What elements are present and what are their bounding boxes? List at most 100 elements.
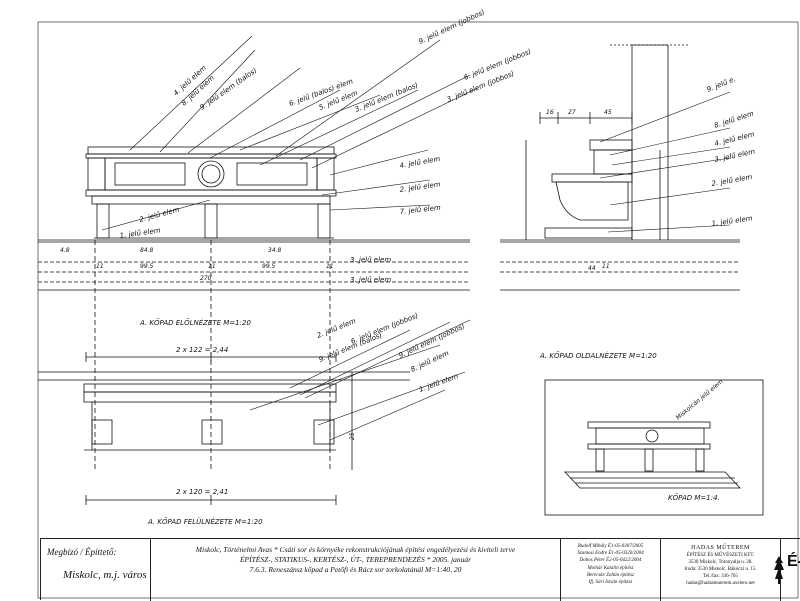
dim-2: 84.8 xyxy=(140,247,154,254)
view-side-title: A. KŐPAD OLDALNÉZETE M=1:20 xyxy=(539,351,657,360)
front-seat xyxy=(85,189,337,197)
dim-7: 11 xyxy=(96,263,104,270)
label-side-elem4: 4. jelű elem xyxy=(713,129,755,148)
dim-3: 34.8 xyxy=(268,247,282,254)
dim-11: 25 xyxy=(349,432,356,440)
title-block: Megbízó / Építtető: Miskolc, m.j. város … xyxy=(40,538,800,601)
front-leg-3 xyxy=(317,203,331,239)
front-elevation xyxy=(85,146,337,239)
company-logo-icon xyxy=(774,556,784,584)
front-medallion xyxy=(197,160,225,188)
label-side-elem1: 1. jelű elem xyxy=(711,213,753,228)
dim-6: 270 xyxy=(200,275,212,282)
leader-lines xyxy=(101,35,731,441)
front-leg-1 xyxy=(96,203,110,239)
front-medallion-inner xyxy=(201,164,221,184)
client-value: Miskolc, m.j. város xyxy=(63,569,147,581)
dim-4: 99.5 xyxy=(140,263,154,270)
view-front-title: A. KŐPAD ELŐLNÉZETE M=1:20 xyxy=(139,318,251,327)
staff-6: Ifj. Sári István építész xyxy=(588,580,633,586)
project-cell: Miskolc, Történelmi Avas * Csáti sor és … xyxy=(151,539,561,601)
company-phone: Tel./fax: 336-765 xyxy=(703,574,738,579)
label-front-elem9-balos: 9. jelű elem (balos) xyxy=(198,65,259,111)
label-plan-elem2: 2. jelű elem xyxy=(315,316,357,340)
page-border xyxy=(37,21,799,599)
label-plan-elem9-jobbos: 9. jelű elem (jobbos) xyxy=(397,321,466,360)
inset-leg-3 xyxy=(695,448,705,472)
staff-1: Rudolf Mihály É1-05-0307/2005 xyxy=(577,544,644,549)
dim-5: 99.5 xyxy=(262,263,276,270)
perspective-note: Miskolcán jelű elem xyxy=(675,378,725,421)
label-ret-elem: 3. jelű elem xyxy=(350,275,391,284)
project-line-2: ÉPÍTÉSZ-, STATIKUS-, KERTÉSZ-, ÚT-, TERE… xyxy=(239,555,472,564)
dim-1: 4.8 xyxy=(60,247,70,254)
front-top-slab xyxy=(87,146,335,155)
company-office: Iroda: 3530 Miskolc, Rákóczi u. 15. xyxy=(684,567,757,572)
label-front-elem2b: 2. jelű elem xyxy=(138,205,180,224)
client-cell: Megbízó / Építtető: Miskolc, m.j. város xyxy=(41,539,151,601)
label-side-elem9: 9. jelű e. xyxy=(705,74,736,94)
dim-side-16: 16 xyxy=(546,109,554,116)
dim-side-44: 44 xyxy=(588,265,596,272)
inset-seat xyxy=(587,443,711,450)
company-cell: HADAS MŰTEREM ÉPÍTÉSZ ÉS MŰVÉSZETI KFT. … xyxy=(661,539,781,601)
staff-3: Dobos Péter É2-05-0422/2004 xyxy=(579,558,642,564)
front-right-block xyxy=(316,157,335,191)
label-side-elem2: 2. jelű elem xyxy=(711,172,753,188)
inset-ground xyxy=(564,471,741,489)
company-address: 3530 Miskolc, Toronyalja u. 28. xyxy=(688,560,753,565)
staff-cell: Rudolf Mihály É1-05-0307/2005 Szamosi En… xyxy=(561,539,661,601)
staff-5: Berecske Zoltán építész xyxy=(586,572,635,578)
side-base xyxy=(544,227,633,239)
front-panel-right xyxy=(236,162,308,186)
inset-top xyxy=(587,421,711,429)
view-top-title: A. KŐPAD FELÜLNÉZETE M=1:20 xyxy=(147,517,263,526)
inset-medallion xyxy=(645,429,659,443)
plan-seat xyxy=(83,391,337,403)
top-view xyxy=(38,352,410,505)
dim-top-total: 2 x 120 = 2,41 xyxy=(176,488,228,496)
front-panel-left xyxy=(114,162,186,186)
perspective-inset xyxy=(544,379,764,516)
side-top-slab xyxy=(589,139,633,151)
company-email: hadas@hadasmuterem.axelero.net xyxy=(686,581,755,586)
label-side-elem3: 3. jelű elem xyxy=(714,147,756,164)
inset-frame xyxy=(544,379,764,516)
front-seat-edge xyxy=(91,195,331,205)
plan-top-slab xyxy=(83,383,337,393)
label-kodobetg: 3. jelű elem xyxy=(350,255,391,264)
view-perspective-title: KŐPAD M=1:4. xyxy=(668,493,720,502)
front-leg-2 xyxy=(204,203,218,239)
project-line-1: Miskolc, Történelmi Avas * Csáti sor és … xyxy=(195,545,516,554)
dim-10: 11 xyxy=(602,263,610,270)
project-line-3: 7.6.3. Reneszánsz kőpad a Petőfi és Rácz… xyxy=(249,565,462,574)
staff-4: Molnár Katalin építész xyxy=(587,565,634,571)
side-support xyxy=(555,181,629,221)
plan-leg-right xyxy=(313,419,335,445)
plan-leg-left xyxy=(91,419,113,445)
annotation-labels: 4. jelű elem 8. jelű elem 9. jelű elem (… xyxy=(60,7,756,526)
dim-side-45: 45 xyxy=(604,109,612,116)
label-side-elem8: 8. jelű elem xyxy=(713,109,755,130)
staff-2: Szamosi Endre É1-05-0320/2004 xyxy=(577,551,644,557)
dim-8: 11 xyxy=(208,263,216,270)
inset-leg-1 xyxy=(595,448,605,472)
side-elevation xyxy=(525,44,690,240)
label-front-elem4b: 4. jelű elem xyxy=(399,154,441,170)
dim-front-total: 2 x 122 = 2,44 xyxy=(176,346,228,354)
label-front-elem7: 7. jelű elem xyxy=(399,203,441,216)
client-label: Megbízó / Építtető: xyxy=(47,547,117,557)
label-front-elem9-jobbos: 9. jelű elem (jobbos) xyxy=(417,7,486,46)
sheet-cell: É-13 xyxy=(774,539,800,601)
dim-9: 11 xyxy=(326,263,334,270)
side-backrest xyxy=(593,149,633,175)
label-front-elem3-balos: 3. jelű elem (balos) xyxy=(353,80,419,114)
plan-leg-middle xyxy=(201,419,223,445)
sheet-code: É-13 xyxy=(787,553,800,570)
dim-side-27: 27 xyxy=(568,109,576,116)
inset-leg-2 xyxy=(644,448,654,472)
front-left-block xyxy=(87,157,106,191)
company-name: HADAS MŰTEREM xyxy=(691,545,750,551)
company-type: ÉPÍTÉSZ ÉS MŰVÉSZETI KFT. xyxy=(686,553,755,558)
